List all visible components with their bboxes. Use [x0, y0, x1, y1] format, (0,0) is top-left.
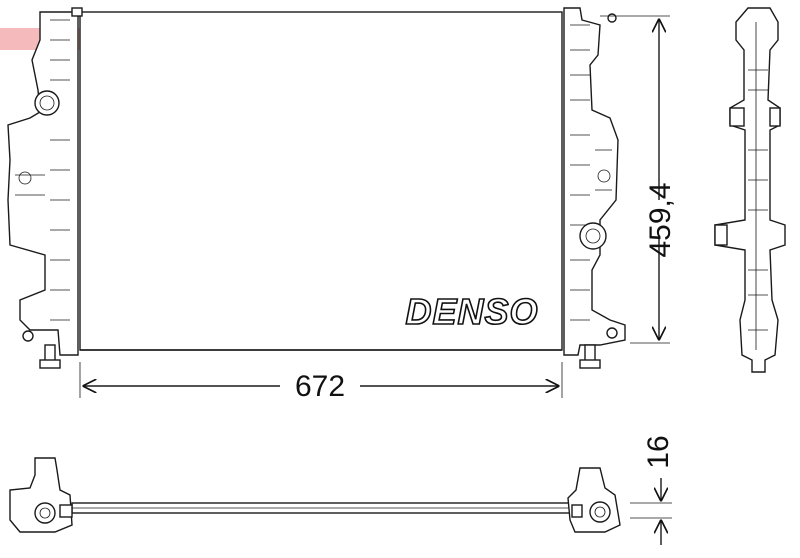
right-tank [563, 7, 626, 356]
height-dimension: 459,4 [600, 15, 677, 344]
depth-dimension: 16 [630, 435, 675, 545]
side-view [714, 7, 786, 373]
left-tank [7, 11, 79, 356]
brand-logo: DENSO [405, 291, 538, 332]
front-view: DENSO [7, 7, 626, 369]
top-view [9, 457, 621, 533]
width-dimension: 672 [79, 362, 563, 403]
outlet-port [579, 222, 607, 250]
depth-label: 16 [642, 435, 675, 468]
height-label: 459,4 [644, 182, 677, 257]
inlet-port [34, 90, 60, 116]
width-label: 672 [295, 370, 345, 403]
